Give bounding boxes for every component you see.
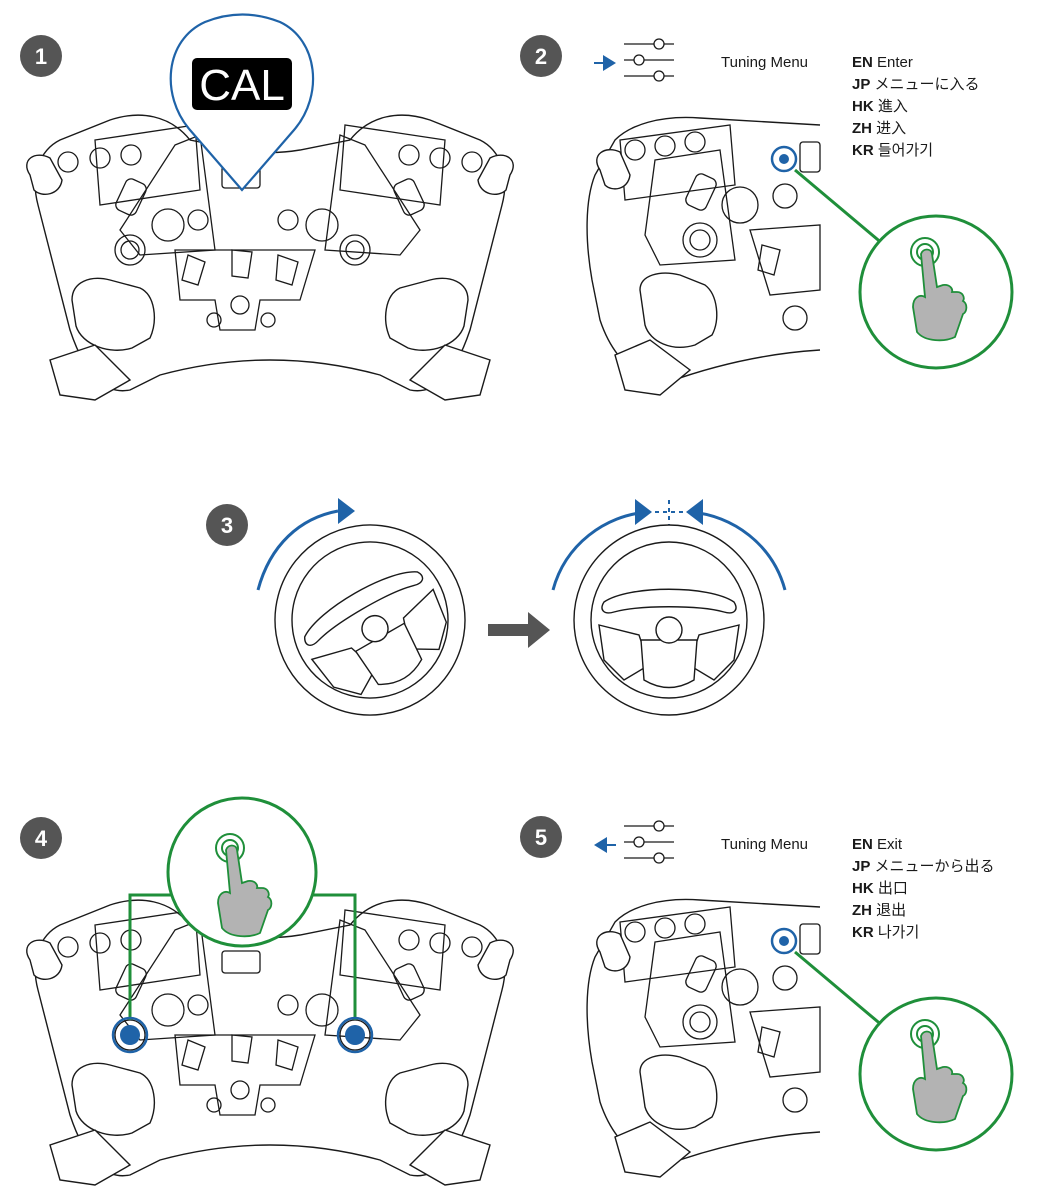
lang-text-hk: 進入: [878, 98, 908, 115]
lang-text-jp-2: メニューから出る: [875, 858, 995, 875]
language-instructions-2: EN Exit JP メニューから出る HK 出口 ZH 退出 KR 나가기: [852, 836, 995, 941]
enter-arrow-icon: [594, 55, 616, 71]
cal-label: CAL: [199, 61, 285, 110]
svg-text:ZH 进入: ZH 进入: [852, 120, 906, 137]
step-1-panel: 1 CAL: [20, 13, 514, 401]
svg-text:JP メニューに入る: JP メニューに入る: [852, 76, 980, 93]
lang-code-jp: JP: [852, 76, 870, 93]
tuning-menu-label-2: Tuning Menu: [721, 836, 808, 853]
green-connector: [128, 893, 357, 1020]
lang-text-jp: メニューに入る: [875, 76, 980, 93]
svg-text:JP メニューから出る: JP メニューから出る: [852, 858, 995, 875]
menu-button: [779, 154, 789, 164]
exit-arrow-icon: [594, 837, 616, 853]
step-2-badge: [520, 35, 562, 77]
svg-text:ZH 退出: ZH 退出: [852, 902, 906, 919]
lang-text-kr-2: 나가기: [878, 924, 919, 941]
step-2-number: 2: [535, 44, 547, 69]
menu-button-highlight-2: [770, 927, 798, 955]
lang-code-zh: ZH: [852, 120, 872, 137]
step-4-badge: [20, 817, 62, 859]
step-3-badge: [206, 504, 248, 546]
svg-text:EN Enter: EN Enter: [852, 54, 913, 71]
lang-text-kr: 들어가기: [878, 142, 933, 159]
lang-text-en: Enter: [877, 54, 913, 71]
lang-text-zh: 进入: [876, 120, 906, 137]
cal-display: [192, 58, 292, 110]
svg-text:EN Exit: EN Exit: [852, 836, 903, 853]
tuning-menu-icon-2: [623, 820, 675, 864]
svg-text:KR 들어가기: KR 들어가기: [852, 142, 933, 159]
step-3-number: 3: [221, 513, 233, 538]
tuning-menu-icon: [623, 38, 675, 82]
step-5-badge: [520, 816, 562, 858]
menu-button-2: [779, 936, 789, 946]
lang-text-en-2: Exit: [877, 836, 903, 853]
lang-text-hk-2: 出口: [878, 880, 908, 897]
menu-button-highlight: [770, 145, 798, 173]
step-5-panel: 5 Tuning Menu EN Exit JP メニューから出る HK 出口 …: [520, 816, 1014, 1178]
lang-code-zh-2: ZH: [852, 902, 872, 919]
step-3-panel: 3: [206, 489, 787, 751]
center-arrows-right: [689, 510, 787, 591]
rotated-wheel: [239, 489, 501, 751]
lang-code-hk: HK: [852, 98, 874, 115]
lang-code-kr: KR: [852, 142, 874, 159]
lang-code-jp-2: JP: [852, 858, 870, 875]
svg-text:HK 進入: HK 進入: [852, 98, 908, 115]
step-1-badge: [20, 35, 62, 77]
tuning-menu-label: Tuning Menu: [721, 54, 808, 71]
lang-code-en: EN: [852, 54, 873, 71]
lang-text-zh-2: 退出: [876, 902, 906, 919]
right-arrow-icon: [488, 612, 550, 648]
step-4-number: 4: [35, 826, 48, 851]
rotation-arrow-icon: [256, 509, 339, 591]
step-2-panel: 2 Tuning Menu EN Enter JP メニューに入る HK 進入 …: [520, 35, 1014, 396]
lang-code-hk-2: HK: [852, 880, 874, 897]
left-button: [120, 1025, 140, 1045]
language-instructions: EN Enter JP メニューに入る HK 進入 ZH 进入 KR 들어가기: [852, 54, 980, 159]
centered-wheel: [573, 524, 765, 716]
center-arrows-left: [551, 510, 649, 591]
left-button-highlight: [111, 1016, 149, 1054]
lang-code-kr-2: KR: [852, 924, 874, 941]
right-button: [345, 1025, 365, 1045]
step-4-panel: 4: [20, 796, 514, 1186]
right-button-highlight: [336, 1016, 374, 1054]
step-1-number: 1: [35, 44, 47, 69]
svg-text:KR 나가기: KR 나가기: [852, 924, 919, 941]
press-callout-2: [166, 796, 318, 948]
lang-code-en-2: EN: [852, 836, 873, 853]
steering-wheel-full-2: [26, 899, 514, 1186]
step-5-number: 5: [535, 825, 547, 850]
svg-text:HK 出口: HK 出口: [852, 880, 908, 897]
